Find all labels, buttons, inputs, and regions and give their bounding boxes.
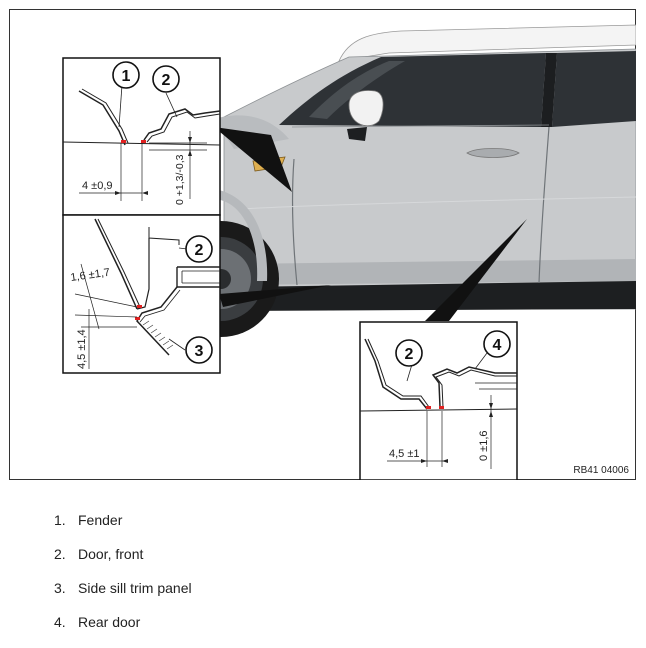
- legend-number: 2.: [54, 546, 66, 562]
- callout-1: 1: [122, 68, 131, 85]
- pointer-sill: [219, 285, 331, 307]
- legend-number: 4.: [54, 614, 66, 630]
- callout-3-badge: 3: [185, 336, 213, 364]
- door-handle: [466, 148, 520, 158]
- legend-label: Fender: [78, 512, 123, 528]
- callout-4: 4: [493, 337, 502, 354]
- dim-rear-flush: 0 ±1,6: [478, 430, 490, 461]
- legend-label: Side sill trim panel: [78, 580, 192, 596]
- detail-front-rear-door: 4,5 ±1 0 ±1,6 2 4: [359, 321, 518, 480]
- technical-illustration: 4 ±0,9 0 +1,3/-0,3 1 2: [9, 9, 636, 480]
- callout-4-badge: 4: [483, 330, 511, 358]
- callout-2: 2: [162, 72, 171, 89]
- pointer-fender: [214, 127, 292, 192]
- legend-item: 1. Fender: [54, 512, 192, 546]
- legend-item: 4. Rear door: [54, 614, 192, 648]
- dim-rear-gap: 4,5 ±1: [389, 448, 420, 460]
- dim-sill-offset: 4,5 ±1,4: [76, 329, 88, 369]
- legend-item: 2. Door, front: [54, 546, 192, 580]
- callout-2-rear: 2: [405, 346, 414, 363]
- detail-door-sill: 1,6 ±1,7 4,5 ±1,4 2 3: [62, 214, 221, 374]
- front-door-seam: [291, 158, 298, 286]
- callout-2-sill-badge: 2: [185, 235, 213, 263]
- detail-fender-front-door: 4 ±0,9 0 +1,3/-0,3 1 2: [62, 57, 221, 216]
- legend-label: Rear door: [78, 614, 141, 630]
- side-sill: [237, 281, 636, 311]
- callout-2-badge: 2: [152, 65, 180, 93]
- legend-label: Door, front: [78, 546, 144, 562]
- callout-2-sill: 2: [195, 242, 204, 259]
- rear-door-seam: [538, 126, 550, 284]
- figure-ref-code: RB41 04006: [573, 465, 629, 476]
- callout-2-rear-badge: 2: [395, 339, 423, 367]
- front-window: [279, 53, 546, 127]
- dim-fender-gap: 4 ±0,9: [82, 180, 113, 192]
- pointer-rear-door: [425, 219, 527, 321]
- dim-fender-flush: 0 +1,3/-0,3: [174, 154, 186, 205]
- callout-3: 3: [195, 343, 204, 360]
- legend-number: 1.: [54, 512, 66, 528]
- legend-item: 3. Side sill trim panel: [54, 580, 192, 614]
- legend-list: 1. Fender 2. Door, front 3. Side sill trim …: [54, 512, 192, 648]
- dim-sill-gap: 1,6 ±1,7: [70, 267, 111, 284]
- legend-number: 3.: [54, 580, 66, 596]
- rear-window: [552, 51, 636, 127]
- callout-1-badge: 1: [112, 61, 140, 89]
- side-mirror: [348, 90, 384, 127]
